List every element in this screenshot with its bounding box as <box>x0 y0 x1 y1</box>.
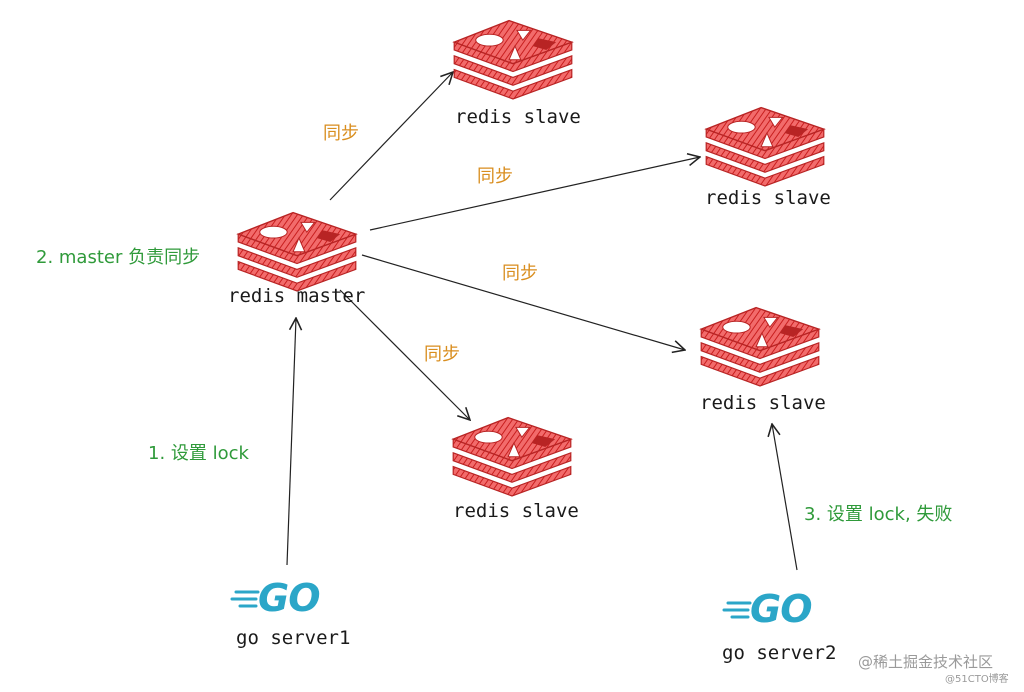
go-logo-text: GO <box>258 576 320 620</box>
go-logo-server2: GO <box>724 587 834 631</box>
go-speed-lines-server2 <box>722 601 752 619</box>
redis-slave-right-top-logo <box>705 106 825 187</box>
redis-slave-bottom-logo <box>452 416 572 497</box>
sync-label-top: 同步 <box>323 123 359 144</box>
redis-master-logo <box>237 211 357 292</box>
go-server2-label: go server2 <box>722 642 837 664</box>
edge-server2-to-slave <box>772 424 798 571</box>
redis-slave-top-label: redis slave <box>455 106 581 128</box>
step-2-label: 2. master 负责同步 <box>36 247 201 268</box>
edge-master-to-slave-right-mid <box>361 254 685 350</box>
edge-master-to-slave-right-top <box>369 157 700 231</box>
go-server1-label: go server1 <box>236 627 351 649</box>
redis-slave-top-logo <box>453 19 573 100</box>
redis-slave-right-mid-label: redis slave <box>700 392 826 414</box>
sync-label-right-mid: 同步 <box>502 263 538 284</box>
edge-server1-to-master <box>286 318 296 566</box>
sync-label-bottom: 同步 <box>424 344 460 365</box>
edge-master-to-slave-top <box>329 72 453 201</box>
step-3-label: 3. 设置 lock, 失败 <box>804 504 953 525</box>
redis-master-label: redis master <box>228 285 366 307</box>
watermark-juejin: @稀土掘金技术社区 <box>858 653 994 671</box>
go-logo-server1: GO <box>232 576 342 620</box>
go-speed-lines-server1 <box>230 590 260 608</box>
go-logo-text: GO <box>750 587 812 631</box>
redis-slave-right-top-label: redis slave <box>705 187 831 209</box>
watermark-51cto: @51CTO博客 <box>945 674 1009 685</box>
step-1-label: 1. 设置 lock <box>148 443 249 464</box>
sync-label-right-top: 同步 <box>477 166 513 187</box>
edge-master-to-slave-bottom <box>339 289 470 420</box>
redis-slave-right-mid-logo <box>700 306 820 387</box>
redis-slave-bottom-label: redis slave <box>453 500 579 522</box>
